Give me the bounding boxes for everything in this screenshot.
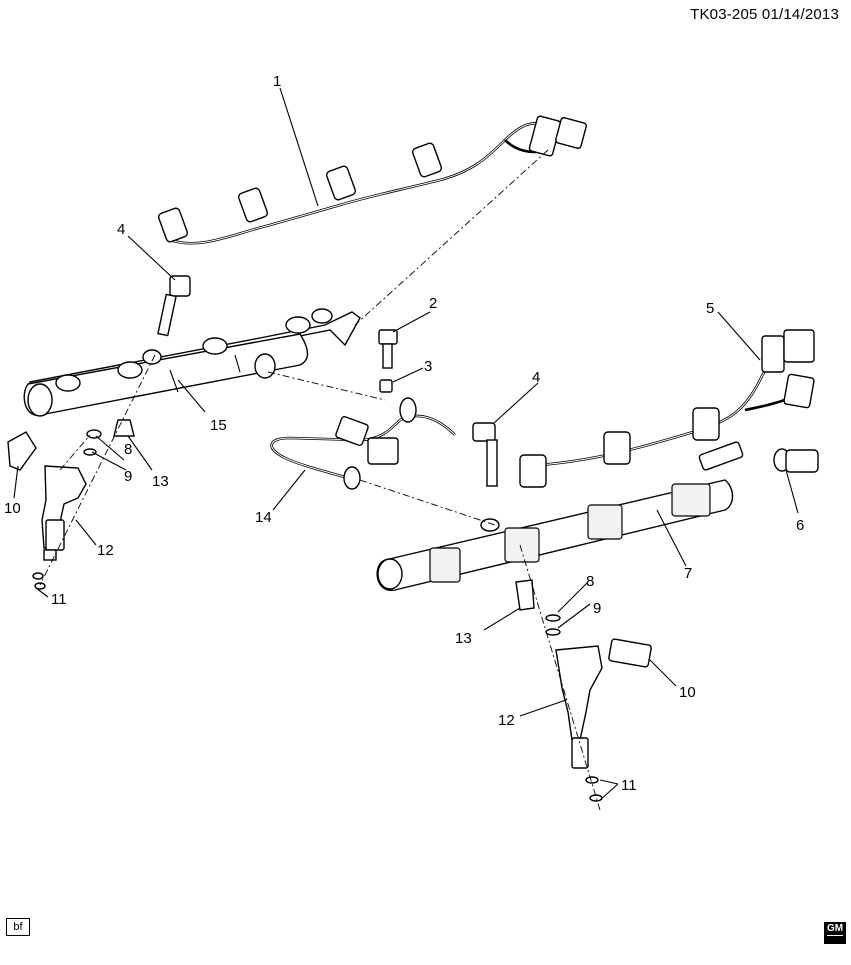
wiring-harness-upper: [157, 115, 587, 245]
gm-logo: GM: [824, 922, 846, 944]
callout-12-right: 12: [498, 712, 515, 729]
callout-4: 4: [117, 221, 125, 238]
fuel-rail-right: [376, 479, 734, 591]
bf-label: bf: [6, 918, 30, 936]
callout-11-left: 11: [51, 591, 67, 608]
callout-2: 2: [429, 295, 437, 312]
injector-assembly-right: [515, 579, 652, 802]
bracket-bolt-and-spacer: [378, 329, 398, 393]
callout-4-right: 4: [532, 369, 540, 386]
callout-6: 6: [796, 517, 804, 534]
document-id: TK03-205 01/14/2013: [690, 6, 839, 23]
callout-1: 1: [273, 73, 281, 90]
callout-13-right: 13: [455, 630, 472, 647]
callout-15: 15: [210, 417, 227, 434]
callout-9-left: 9: [124, 468, 132, 485]
callout-8-left: 8: [124, 441, 132, 458]
fuel-crossover-pipe: [270, 397, 456, 490]
wiring-harness-lower: [519, 329, 815, 488]
rail-bolts: [157, 275, 498, 487]
gm-logo-text: GM: [827, 923, 844, 936]
fuel-rail-left: [23, 308, 361, 417]
callout-numbers: 1 2 3 4 4 5 6 7 8 8 9 9 10 10 11 11 12 1…: [4, 73, 804, 794]
callout-5: 5: [706, 300, 714, 317]
callout-11-right: 11: [621, 777, 637, 794]
callout-14: 14: [255, 509, 272, 526]
fuel-pressure-sensor: [773, 448, 819, 473]
callout-12-left: 12: [97, 542, 114, 559]
leader-lines: [13, 87, 799, 801]
callout-13-left: 13: [152, 473, 169, 490]
callout-8-right: 8: [586, 573, 594, 590]
callout-3: 3: [424, 358, 432, 375]
callout-9-right: 9: [593, 600, 601, 617]
callout-10-left: 10: [4, 500, 21, 517]
injector-assembly-left: [7, 419, 135, 590]
callout-10-right: 10: [679, 684, 696, 701]
alignment-lines: [39, 149, 601, 811]
callout-7: 7: [684, 565, 692, 582]
